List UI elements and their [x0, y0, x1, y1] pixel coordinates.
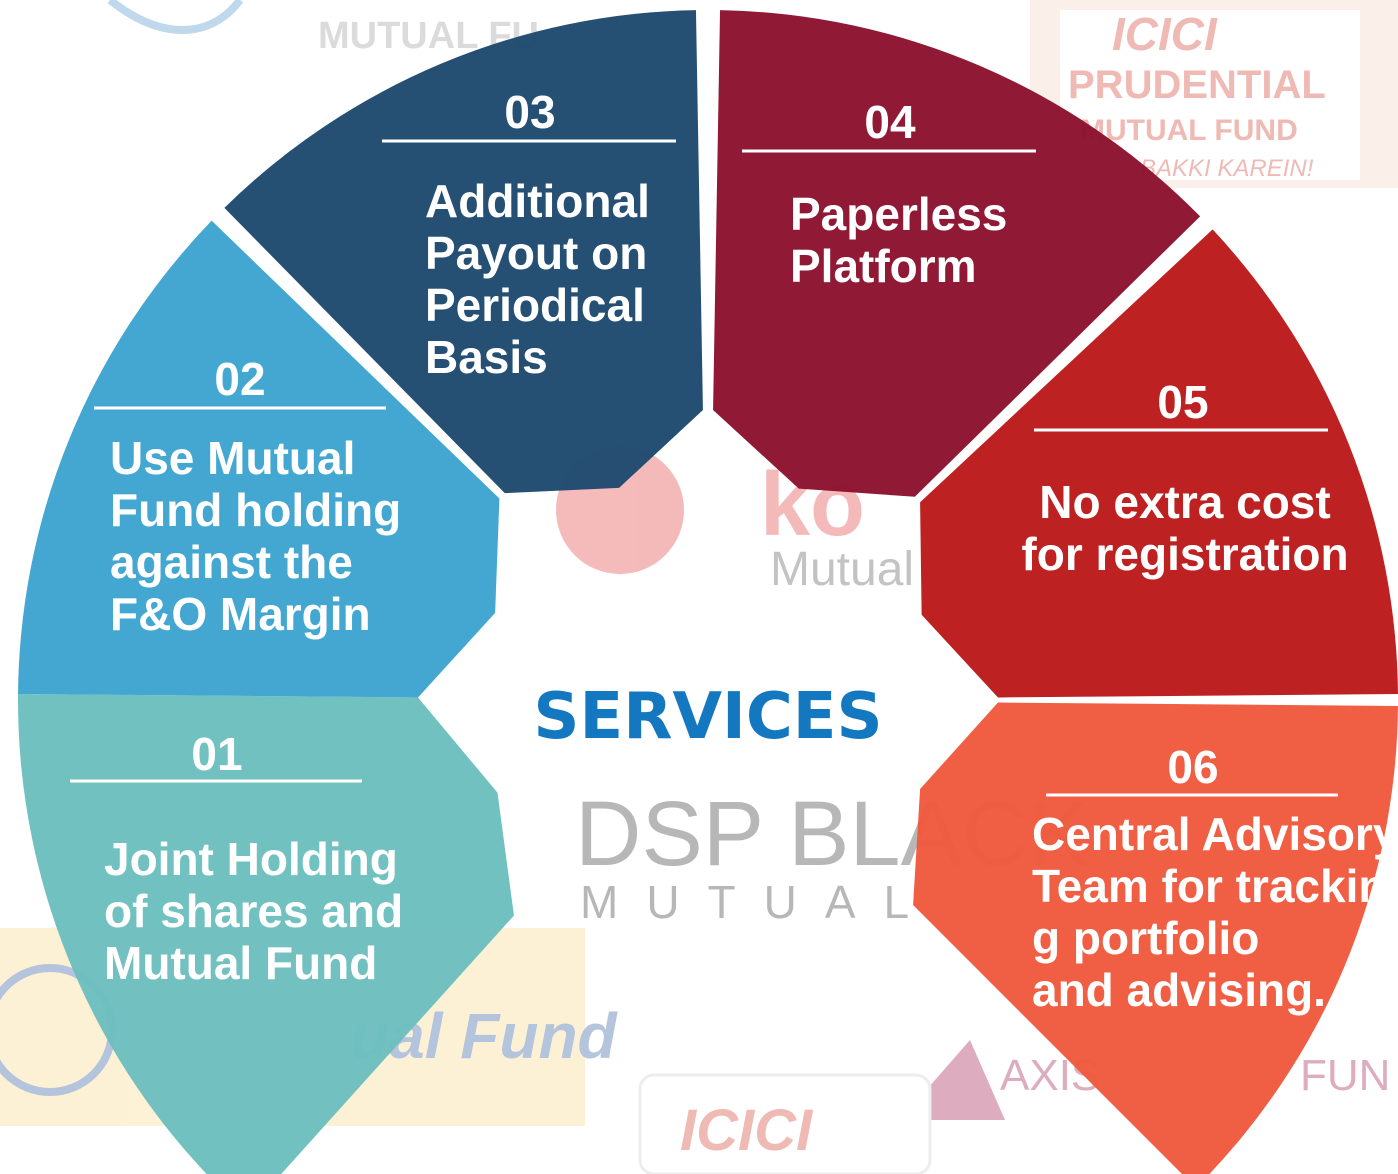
segment-06-text-line: g portfolio	[1032, 912, 1259, 964]
segment-02-number: 02	[214, 353, 265, 405]
icici-prudential-line-2: PRUDENTIAL	[1068, 63, 1326, 107]
segment-01-text-line: Mutual Fund	[104, 937, 377, 989]
segment-03-text-line: Additional	[425, 175, 650, 227]
segment-02-text-line: against the	[110, 536, 353, 588]
center-title: SERVICES	[533, 680, 882, 754]
segment-05-number: 05	[1157, 376, 1208, 428]
segment-03-number: 03	[504, 86, 555, 138]
segment-06-text-line: Team for tracking	[1032, 860, 1398, 912]
segment-05-shape	[920, 229, 1398, 698]
segment-06-text-line: Central Advisory	[1032, 808, 1398, 860]
icici-prudential-line-4: BAKKI KAREIN!	[1140, 155, 1314, 182]
segment-06-shape	[913, 702, 1398, 1174]
segment-03-shape	[224, 10, 703, 494]
icici-prudential-line-1: ICICI	[1112, 8, 1218, 60]
segment-02-text-line: Use Mutual	[110, 432, 355, 484]
segment-02-shape	[18, 220, 500, 698]
icici-prudential-logo: ICICI PRUDENTIAL MUTUAL FUND BAKKI KAREI…	[1030, 0, 1398, 188]
mutual-fund-logo-top: MUTUAL FU	[107, 0, 539, 57]
segment-05-text-line: No extra cost	[1039, 476, 1330, 528]
axis-logo: AXIS FUN	[900, 1040, 1390, 1120]
segment-05-text-line: for registration	[1021, 528, 1348, 580]
segment-03-text-line: Periodical	[425, 279, 645, 331]
segment-04-shape	[713, 10, 1201, 497]
segment-02-text-line: Fund holding	[110, 484, 401, 536]
segment-02-text-line: F&O Margin	[110, 588, 371, 640]
segment-06-text-line: and advising.	[1032, 964, 1326, 1016]
segment-01-text-line: of shares and	[104, 885, 403, 937]
icici-prudential-line-3: MUTUAL FUND	[1080, 114, 1298, 147]
segment-04-number: 04	[864, 96, 916, 148]
segment-01-text-line: Joint Holding	[104, 833, 398, 885]
icici-logo-bottom: ICICI	[638, 1073, 932, 1174]
icici-bottom-line-1: ICICI	[680, 1098, 814, 1163]
segment-06-number: 06	[1167, 741, 1218, 793]
segment-03-text-line: Payout on	[425, 227, 647, 279]
segment-04-text-line: Platform	[790, 240, 977, 292]
segment-03-text-line: Basis	[425, 331, 548, 383]
segment-01-shape	[18, 693, 514, 1174]
kotak-logo-line-2: Mutual	[770, 543, 914, 596]
dsp-logo-line-2: MUTUAL	[580, 876, 937, 928]
segment-04-text-line: Paperless	[790, 188, 1007, 240]
axis-logo-line-2: FUN	[1300, 1051, 1390, 1100]
segment-01-number: 01	[191, 728, 242, 780]
